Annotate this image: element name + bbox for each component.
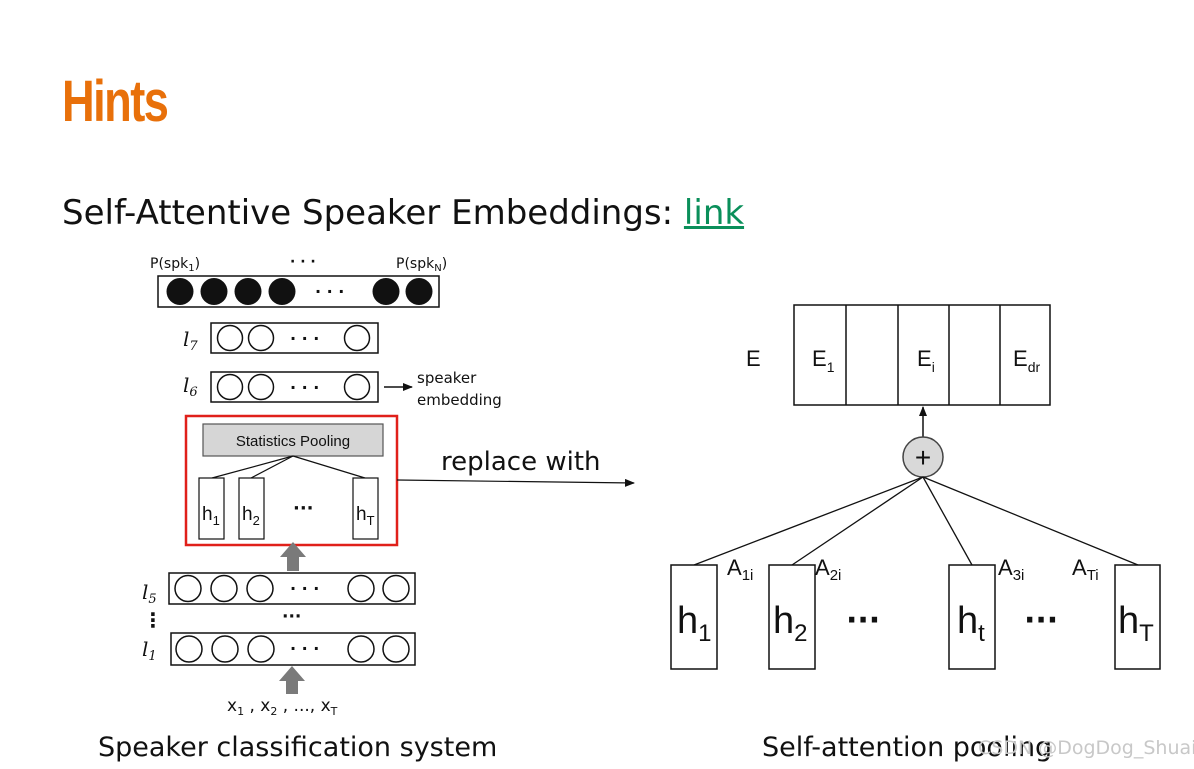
svg-text:hT: hT bbox=[356, 504, 375, 528]
statistics-pooling-label: Statistics Pooling bbox=[236, 433, 350, 450]
hidden-state-2: h2 bbox=[773, 600, 808, 647]
vertical-dots: ⋮ bbox=[143, 608, 163, 632]
attention-weight-T: ATi bbox=[1072, 555, 1099, 584]
svg-text:· · ·: · · · bbox=[290, 639, 319, 658]
embedding-vector: E1 Ei Edr bbox=[793, 304, 1051, 406]
embedding-label-2: embedding bbox=[417, 391, 502, 409]
svg-text:h2: h2 bbox=[242, 504, 260, 528]
output-layer: · · · bbox=[157, 275, 440, 308]
layer-l5: · · · bbox=[168, 572, 416, 605]
attention-links bbox=[693, 476, 1139, 566]
subtitle-text: Self-Attentive Speaker Embeddings: bbox=[62, 193, 684, 233]
upward-arrow-icon bbox=[280, 542, 306, 571]
caption-self-attention-pooling: Self-attention pooling bbox=[762, 732, 1053, 763]
pooling-links bbox=[211, 455, 366, 479]
layer-dots: ··· bbox=[282, 607, 301, 627]
svg-text:· · ·: · · · bbox=[290, 378, 319, 397]
slide-title: Hints bbox=[62, 69, 169, 134]
replace-connector: replace with bbox=[396, 447, 635, 487]
paper-link[interactable]: link bbox=[683, 193, 745, 233]
layer-label-l6: l6 bbox=[183, 373, 198, 400]
hidden-state-boxes: h1 h2 ··· ht ··· hT bbox=[670, 564, 1161, 670]
statistics-pooling-box bbox=[202, 423, 384, 457]
output-label-last: P(spkN) bbox=[396, 256, 447, 274]
svg-text:· · ·: · · · bbox=[315, 282, 344, 301]
speaker-classification-diagram: P(spk1) · · · P(spkN) · · · l7 · · · l6 bbox=[142, 254, 502, 718]
layer-label-l1: l1 bbox=[142, 637, 157, 664]
caption-speaker-classification: Speaker classification system bbox=[98, 732, 498, 763]
output-label-dots: · · · bbox=[290, 254, 316, 270]
svg-text:···: ··· bbox=[293, 498, 314, 519]
input-arrow-icon bbox=[279, 666, 305, 694]
embedding-cell-i: Ei bbox=[917, 346, 935, 375]
frame-hidden-states: h1 h2 ··· hT bbox=[198, 477, 379, 540]
attention-weight-1: A1i bbox=[727, 555, 753, 584]
subtitle: Self-Attentive Speaker Embeddings: link bbox=[62, 193, 744, 233]
input-sequence: x1 , x2 , ..., xT bbox=[227, 696, 338, 718]
hidden-dots-1: ··· bbox=[846, 603, 880, 638]
layer-label-l7: l7 bbox=[183, 327, 198, 354]
svg-text:· · ·: · · · bbox=[290, 329, 319, 348]
layer-label-l5: l5 bbox=[142, 580, 157, 607]
attention-weight-3: A3i bbox=[998, 555, 1024, 584]
replace-with-label: replace with bbox=[441, 447, 601, 477]
layer-l1: · · · bbox=[170, 632, 416, 666]
output-label-first: P(spk1) bbox=[150, 256, 200, 274]
hidden-state-t: ht bbox=[957, 600, 985, 647]
embedding-cell-1: E1 bbox=[812, 346, 835, 375]
embedding-label-1: speaker bbox=[417, 369, 477, 387]
layer-l6: · · · bbox=[210, 371, 379, 403]
layer-l7: · · · bbox=[210, 322, 379, 354]
embedding-vector-label: E bbox=[746, 346, 761, 371]
svg-text:h1: h1 bbox=[202, 504, 220, 528]
attention-weight-2: A2i bbox=[815, 555, 841, 584]
hidden-state-T: hT bbox=[1118, 600, 1154, 647]
watermark: CSDN @DogDog_Shuai bbox=[978, 737, 1194, 759]
hidden-state-1: h1 bbox=[677, 600, 712, 647]
svg-text:· · ·: · · · bbox=[290, 579, 319, 598]
plus-icon: + bbox=[915, 442, 931, 473]
embedding-cell-dr: Edr bbox=[1013, 346, 1040, 375]
self-attention-pooling-diagram: E E1 Ei Edr + A1i A2i A3i ATi h1 h bbox=[670, 304, 1161, 670]
hidden-dots-2: ··· bbox=[1024, 603, 1058, 638]
